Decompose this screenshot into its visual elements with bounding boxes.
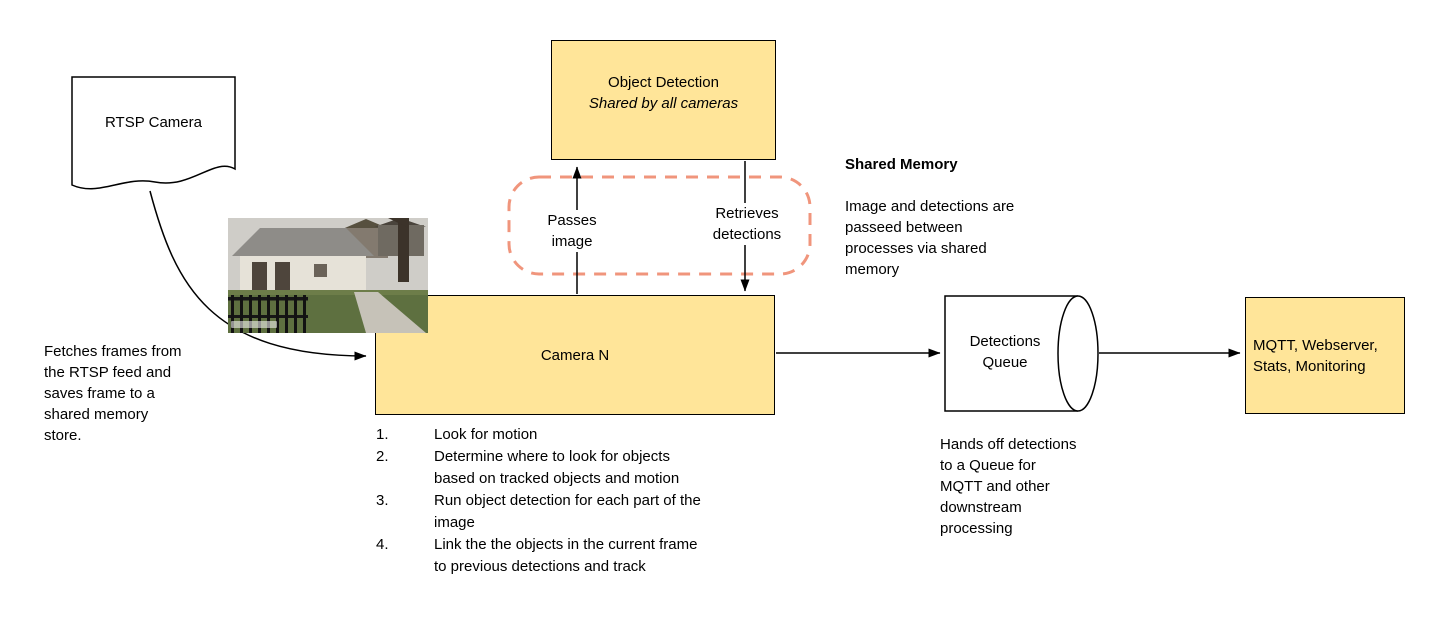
fetch-frames-note: Fetches frames from the RTSP feed and sa… — [44, 343, 182, 444]
retrieves-detections-label: Retrieves detections — [703, 203, 791, 245]
shared-memory-note: Shared Memory Image and detections are p… — [845, 133, 1070, 301]
step-text: Look for motion — [434, 426, 538, 443]
shared-memory-region — [507, 175, 812, 276]
list-item: 2. Determine where to look for objects b… — [376, 446, 754, 490]
step-number: 2. — [376, 448, 389, 465]
outputs-node: MQTT, Webserver, Stats, Monitoring — [1245, 297, 1405, 414]
detections-queue-label: Detections Queue — [969, 333, 1041, 371]
list-item: 4. Link the the objects in the current f… — [376, 534, 754, 578]
step-number: 4. — [376, 536, 389, 553]
list-item: 3. Run object detection for each part of… — [376, 490, 754, 534]
outputs-label: MQTT, Webserver, Stats, Monitoring — [1253, 336, 1378, 375]
camera-steps-list: 1. Look for motion 2. Determine where to… — [376, 424, 754, 578]
camera-n-label: Camera N — [540, 346, 610, 364]
step-text: Determine where to look for objects base… — [434, 448, 680, 487]
camera-snapshot-image — [228, 218, 428, 333]
step-text: Link the the objects in the current fram… — [434, 536, 698, 575]
fetch-frames-arrow — [149, 190, 367, 361]
object-detection-node: Object Detection Shared by all cameras — [551, 40, 776, 160]
object-detection-title: Object Detection — [608, 74, 719, 91]
camera-snapshot-art — [228, 218, 428, 333]
step-number: 1. — [376, 426, 389, 443]
object-detection-subtitle: Shared by all cameras — [588, 95, 739, 112]
queue-handoff-note: Hands off detections to a Queue for MQTT… — [940, 436, 1077, 537]
rtsp-camera-shape — [71, 76, 236, 190]
step-text: Run object detection for each part of th… — [434, 492, 701, 531]
shared-memory-note-title: Shared Memory — [845, 156, 958, 173]
rtsp-camera-label: RTSP Camera — [105, 114, 202, 131]
shared-memory-note-body: Image and detections are passeed between… — [845, 198, 1015, 278]
camera-n-node: Camera N — [375, 295, 775, 415]
list-item: 1. Look for motion — [376, 424, 754, 446]
detections-queue-shape — [944, 295, 1099, 412]
step-number: 3. — [376, 492, 389, 509]
passes-image-label: Passes image — [538, 210, 606, 252]
